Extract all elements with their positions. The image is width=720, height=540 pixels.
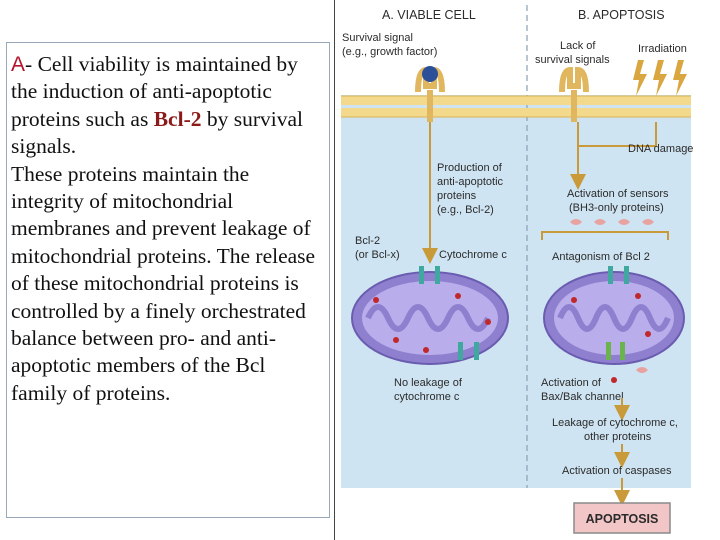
apoptosis-box [573,502,671,534]
bh3-proteins [570,219,654,225]
mitochondrion-b [543,266,685,383]
antagonism-label: Antagonism of Bcl 2 [552,251,650,263]
bax-channel-b2 [624,266,629,284]
leakage-label-2: other proteins [584,431,652,443]
lack-signals-label-2: survival signals [535,54,610,66]
bcl2-channel-a1 [419,266,424,284]
bcl2-channel-a4 [474,342,479,360]
vertical-divider [334,0,335,540]
production-label-4: (e.g., Bcl-2) [437,204,494,216]
apoptosis-label: APOPTOSIS [586,512,659,526]
paragraph-mechanism: These proteins maintain the integrity of… [11,161,316,405]
bcl2-channel-a3 [458,342,463,360]
production-label: Production of [437,162,503,174]
panel-a-title: A. VIABLE CELL [382,8,476,22]
bcl2-label-2: (or Bcl-x) [355,249,400,261]
survival-signal-label: Survival signal [342,32,413,44]
bcl2-label: Bcl-2 [355,235,380,247]
production-label-3: proteins [437,190,477,202]
apoptosis-diagram: A. VIABLE CELL B. APOPTOSIS Survival sig… [338,0,718,534]
sensors-label: Activation of sensors [567,188,669,200]
bax-channel-b1 [608,266,613,284]
irradiation-rays [633,60,687,96]
bcl2-highlight: Bcl-2 [153,106,202,131]
no-leakage-label: No leakage of [394,377,463,389]
sensors-label-2: (BH3-only proteins) [569,202,664,214]
bcl2-channel-a2 [435,266,440,284]
bax-channel-b3 [606,342,611,360]
leakage-label: Leakage of cytochrome c, [552,417,678,429]
explanation-text-panel: A- Cell viability is maintained by the i… [6,42,330,518]
no-leakage-label-2: cytochrome c [394,391,460,403]
production-label-2: anti-apoptotic [437,176,504,188]
section-label: A [11,53,26,76]
panel-b-title: B. APOPTOSIS [578,8,665,22]
irradiation-label: Irradiation [638,43,687,55]
caspases-label: Activation of caspases [562,465,672,477]
plasma-membrane [341,95,691,118]
bax-activation-label: Activation of [541,377,602,389]
receptor-b [559,66,589,122]
paragraph-intro: A- Cell viability is maintained by the i… [11,51,325,161]
intro-text: Cell viability is maintained by the indu… [11,52,298,131]
intro-end-text: by survival signals. [11,106,304,159]
survival-signal-example: (e.g., growth factor) [342,46,437,58]
lack-signals-label: Lack of [560,40,596,52]
label-dash: - [25,52,38,76]
dna-damage-label: DNA damage [628,143,693,155]
arrow-antagonism [541,231,669,240]
bax-channel-b4 [620,342,625,360]
receptor-a [415,66,445,122]
bax-activation-label-2: Bax/Bak channel [541,391,624,403]
arrow-dna-damage [577,122,657,147]
mitochondrion-a [351,266,509,365]
cytochrome-label: Cytochrome c [439,249,507,261]
growth-factor-ligand [422,66,438,82]
